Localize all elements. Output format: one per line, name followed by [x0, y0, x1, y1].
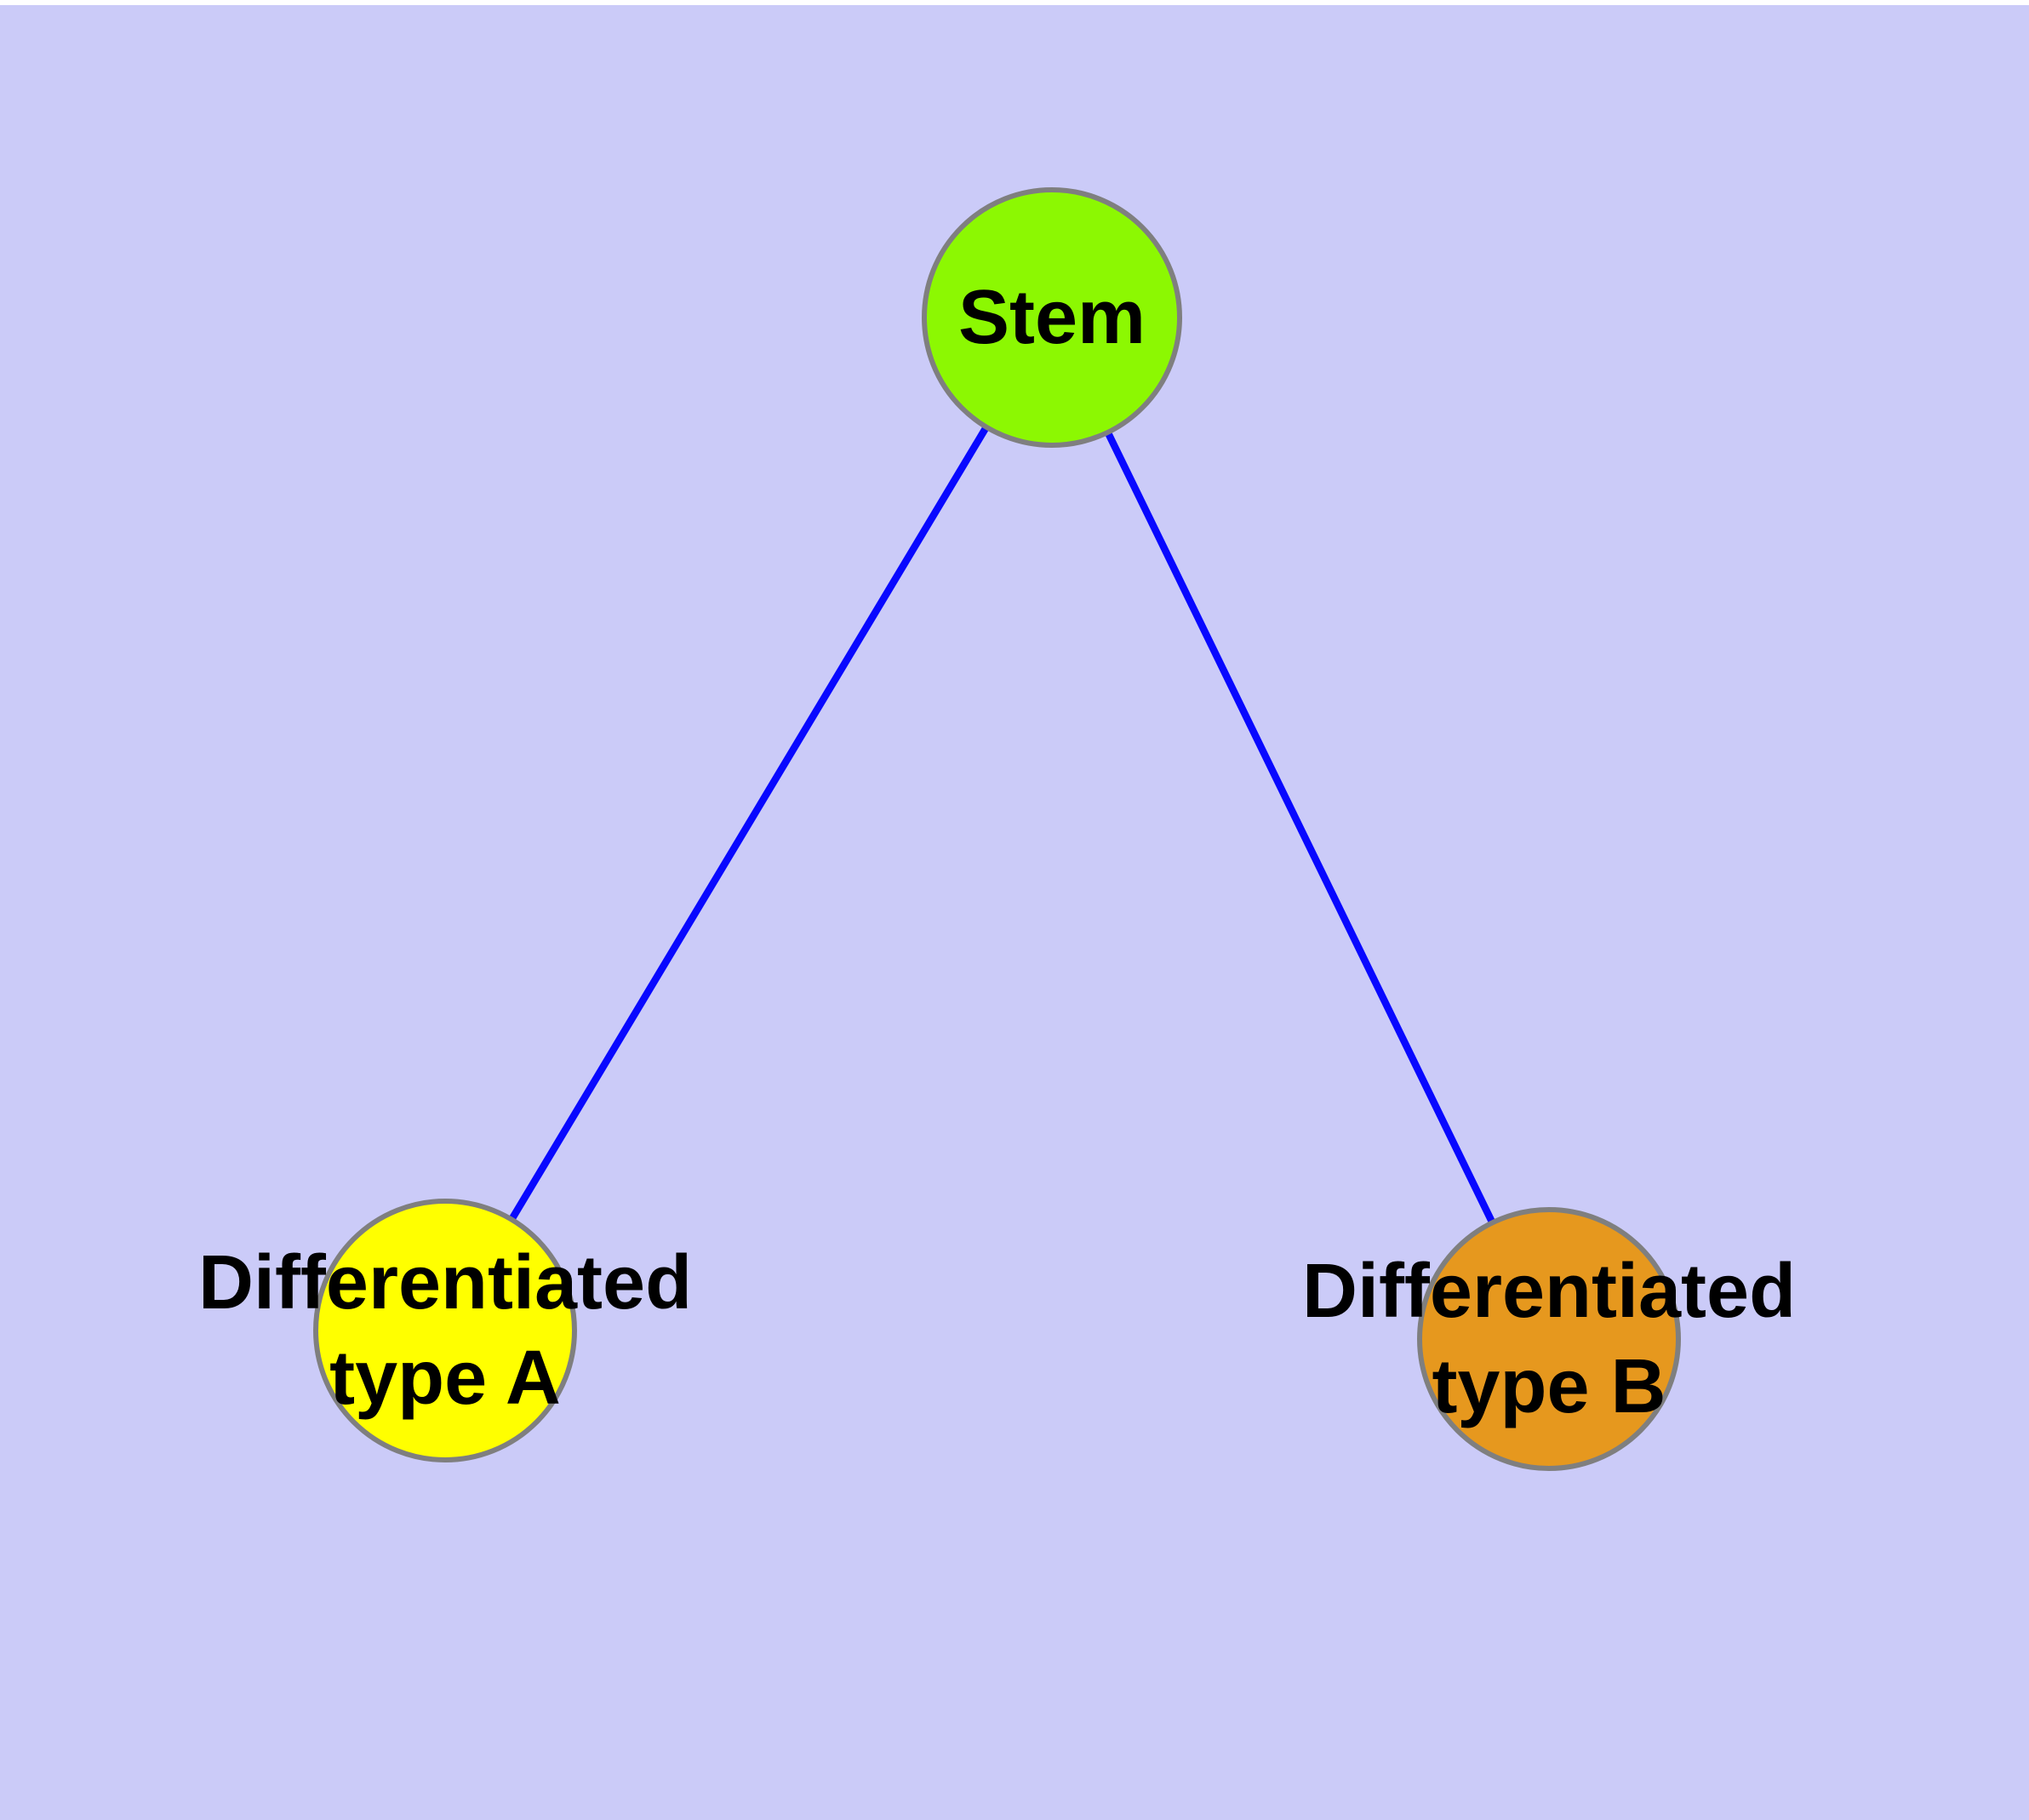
differentiated-type-a-label-line-2: type A [329, 1336, 561, 1421]
stem-node-circle [922, 187, 1182, 448]
differentiated-type-b-node-circle [1417, 1207, 1681, 1471]
stem-node-label: Stem [958, 270, 1146, 365]
differentiated-type-b-node-label: Differentiated type B [1302, 1244, 1796, 1434]
stem-node-label-line: Stem [957, 275, 1146, 360]
differentiated-type-b-label-line-1: Differentiated [1301, 1249, 1797, 1334]
differentiated-type-a-label-line-1: Differentiated [197, 1240, 693, 1325]
diagram-svg [313, 187, 1681, 1471]
differentiated-type-a-node-label: Differentiated type A [198, 1235, 692, 1426]
edge-stem-to-type-b [1049, 316, 1552, 1341]
differentiated-type-b-label-line-2: type B [1432, 1344, 1666, 1429]
diagram-canvas: Stem Differentiated type A Differentiate… [0, 5, 2029, 1820]
edge-stem-to-type-a [442, 315, 1055, 1333]
differentiated-type-a-node-circle [313, 1199, 577, 1462]
